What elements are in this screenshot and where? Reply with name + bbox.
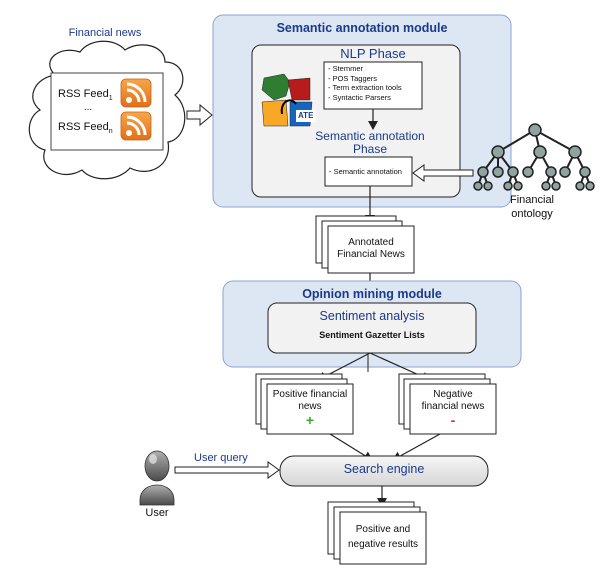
gate-logo-label: ATE <box>298 111 314 120</box>
semantic-module-title: Semantic annotation module <box>276 21 448 35</box>
semantic-annotation-box <box>324 156 413 187</box>
annotated-news-label: Annotated Financial News <box>337 237 405 260</box>
nlp-tool-parsers: - Syntactic Parsers <box>328 92 391 102</box>
user-icon <box>139 450 175 506</box>
gazetteer-label: Sentiment Gazetter Lists <box>319 330 425 340</box>
ontology-arrow <box>412 164 474 182</box>
nlp-tool-pos: - POS Taggers <box>328 73 378 83</box>
rss-icon <box>120 111 152 141</box>
rss-feed-n-label: RSS Feedn <box>58 121 113 136</box>
nlp-tools-list: - Stemmer - POS Taggers - Term extractio… <box>328 64 422 102</box>
negative-news-label: Negative financial news <box>421 389 485 412</box>
positive-news-docs <box>255 373 354 435</box>
sa-phase-label: Semantic annotation Phase <box>315 129 425 156</box>
gate-logo-icon <box>261 73 316 127</box>
annotated-news-docs <box>315 215 415 274</box>
opinion-module-title: Opinion mining module <box>302 287 442 301</box>
ontology-label: Financial ontology <box>509 194 555 220</box>
sa-box-label: - Semantic annotation <box>329 167 402 176</box>
search-engine-box <box>279 455 489 487</box>
rss-ellipsis: ... <box>83 102 93 113</box>
financial-news-title: Financial news <box>68 27 142 39</box>
minus-sign: - <box>450 412 456 428</box>
user-query-arrow <box>174 461 280 479</box>
plus-sign: + <box>305 412 315 428</box>
nlp-tool-term: - Term extraction tools <box>328 83 402 92</box>
negative-news-docs <box>398 373 497 435</box>
cloud-to-module-arrow <box>186 103 213 127</box>
sentiment-analysis-box <box>267 302 477 354</box>
ontology-nodes <box>473 123 595 191</box>
sentiment-analysis-label: Sentiment analysis <box>319 309 425 323</box>
nlp-tool-stemmer: - Stemmer <box>328 64 364 73</box>
user-label: User <box>145 507 169 519</box>
user-query-label: User query <box>194 452 248 464</box>
positive-news-label: Positive financial news <box>272 389 348 412</box>
results-label: Positive and negative results <box>347 524 419 550</box>
results-docs <box>327 501 427 565</box>
rss-icon <box>120 78 152 108</box>
search-engine-label: Search engine <box>343 462 425 476</box>
rss-feed-1-label: RSS Feed1 <box>58 88 113 103</box>
nlp-phase-label: NLP Phase <box>340 46 406 61</box>
